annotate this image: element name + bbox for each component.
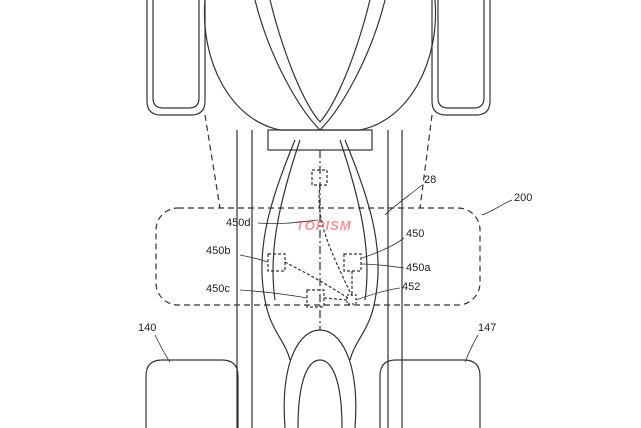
body-center-ridge <box>254 0 386 131</box>
rear-wheel <box>297 359 343 428</box>
component-450a <box>343 253 362 272</box>
watermark: TOPISM <box>296 218 352 233</box>
body-shell <box>203 0 437 131</box>
wire-450b <box>284 261 349 299</box>
leader-140 <box>154 334 171 363</box>
spine-right-inner <box>339 139 368 301</box>
leader-450d <box>257 219 319 225</box>
component-450b <box>267 253 286 272</box>
headstock <box>267 129 373 151</box>
leader-450a <box>360 263 405 269</box>
dashed-link-left <box>204 114 221 209</box>
leader-450b <box>239 254 269 263</box>
wire-450d <box>318 184 353 297</box>
left-front-fender-inner <box>152 0 200 109</box>
label-450b: 450b <box>206 245 231 257</box>
leader-147 <box>464 334 479 363</box>
label-450a: 450a <box>406 262 431 274</box>
label-450c: 450c <box>206 283 230 295</box>
label-452: 452 <box>402 281 421 293</box>
leader-200 <box>481 199 513 216</box>
front-wheel-147 <box>379 359 481 428</box>
dashed-link-right <box>419 114 433 209</box>
spine-right <box>344 139 379 361</box>
label-147: 147 <box>478 322 497 334</box>
spine-left <box>261 139 296 361</box>
leader-452 <box>355 287 401 301</box>
right-front-fender <box>431 0 491 116</box>
front-wheel-140 <box>145 359 239 428</box>
label-200: 200 <box>514 192 533 204</box>
label-28: 28 <box>424 174 437 186</box>
component-452 <box>346 294 357 305</box>
right-front-fender-inner <box>437 0 485 109</box>
leader-450 <box>361 237 405 259</box>
leader-450c <box>239 289 308 299</box>
wire-450c <box>323 297 348 301</box>
dashed-enclosure-200 <box>155 207 481 306</box>
label-140: 140 <box>138 322 157 334</box>
left-front-fender <box>146 0 206 116</box>
leader-28 <box>384 184 423 216</box>
rear-fender <box>283 329 357 428</box>
body-center-ridge-inner <box>269 0 371 123</box>
label-450: 450 <box>406 228 425 240</box>
label-450d: 450d <box>226 217 251 229</box>
